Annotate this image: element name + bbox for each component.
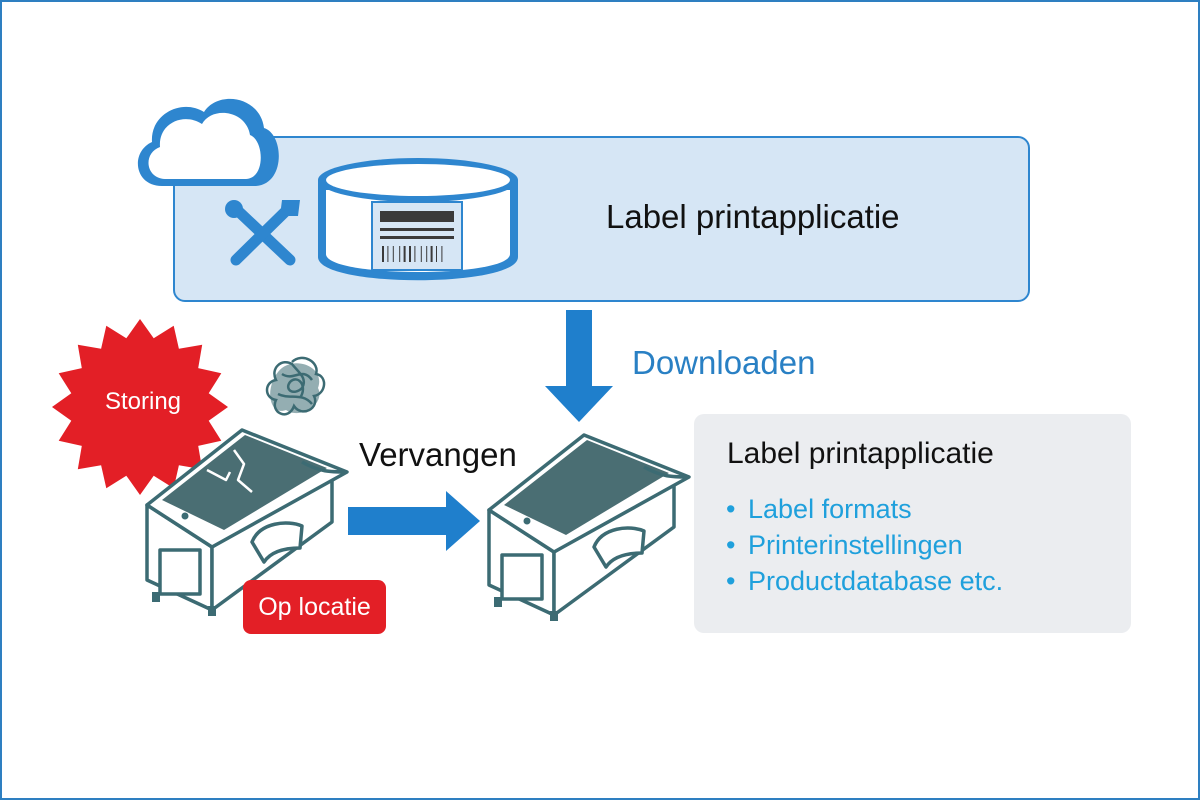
barcode-bar xyxy=(392,246,394,262)
barcode-bar xyxy=(387,246,389,262)
bullet: • xyxy=(726,566,736,596)
bullet: • xyxy=(726,530,736,560)
tangled-paper-fill xyxy=(270,363,320,414)
barcode-bar xyxy=(409,246,411,262)
list-item-label: Printerinstellingen xyxy=(748,530,963,560)
bullet: • xyxy=(726,494,736,524)
barcode-bar xyxy=(436,246,437,262)
feature-list: • Label formats • Printerinstellingen • Pro… xyxy=(726,491,1003,599)
barcode-bar xyxy=(399,246,401,262)
barcode-bar xyxy=(382,246,384,262)
list-item: • Productdatabase etc. xyxy=(726,563,1003,599)
broken-printer-icon xyxy=(145,428,349,616)
barcode-bar xyxy=(420,246,422,262)
onsite-badge-label: Op locatie xyxy=(258,592,371,621)
fault-starburst-icon xyxy=(52,319,228,495)
local-application-panel xyxy=(694,414,1131,633)
printer-icon xyxy=(487,433,691,621)
barcode-bar xyxy=(403,246,406,262)
list-item: • Printerinstellingen xyxy=(726,527,1003,563)
cloud-panel-title: Label printapplicatie xyxy=(606,198,900,235)
arrow-down-icon xyxy=(545,310,613,422)
list-item-label: Productdatabase etc. xyxy=(748,566,1004,596)
fault-badge-label: Storing xyxy=(104,388,182,415)
onsite-badge: Op locatie xyxy=(243,580,386,634)
local-panel-title: Label printapplicatie xyxy=(727,437,994,470)
barcode-bar xyxy=(441,246,443,262)
wrench-screwdriver-icon xyxy=(225,200,300,266)
list-item: • Label formats xyxy=(726,491,1003,527)
arrow-right-icon xyxy=(348,491,480,551)
cloud-application-panel xyxy=(173,136,1030,302)
barcode-icon xyxy=(380,211,454,262)
barcode-bar xyxy=(414,246,416,262)
download-label: Downloaden xyxy=(632,344,816,381)
list-item-label: Label formats xyxy=(748,494,912,524)
barcode-bar xyxy=(430,246,433,262)
cloud-icon xyxy=(137,98,279,186)
barcode-bar xyxy=(426,246,428,262)
replace-label: Vervangen xyxy=(359,436,517,473)
